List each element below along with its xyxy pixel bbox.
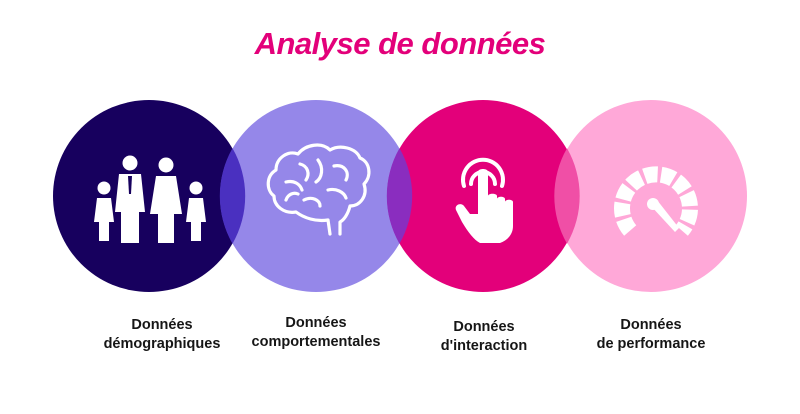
overlap-1-2 <box>219 148 246 244</box>
label-demographic: Données démographiques <box>62 316 262 354</box>
label-performance: Données de performance <box>551 316 751 354</box>
label-demographic-line2: démographiques <box>103 336 221 352</box>
label-interaction-line1: Données <box>453 319 515 335</box>
label-interaction: Données d'interaction <box>384 318 584 356</box>
label-behavioral-line1: Données <box>285 315 347 331</box>
label-behavioral-line2: comportementales <box>251 334 381 350</box>
circle-demographic <box>53 100 245 292</box>
label-performance-line2: de performance <box>596 336 706 352</box>
label-performance-line1: Données <box>620 317 682 333</box>
touch-hand-icon <box>455 157 513 243</box>
circle-performance <box>555 100 747 292</box>
brain-icon <box>266 143 371 236</box>
circle-behavioral <box>220 100 412 292</box>
diagram-title: Analyse de données <box>254 26 546 61</box>
speedometer-icon <box>614 166 698 236</box>
overlap-2-3 <box>386 148 413 244</box>
label-demographic-line1: Données <box>131 317 193 333</box>
overlap-3-4 <box>554 148 580 244</box>
family-icon <box>94 155 206 243</box>
label-interaction-line2: d'interaction <box>440 338 528 354</box>
label-behavioral: Données comportementales <box>216 314 416 352</box>
